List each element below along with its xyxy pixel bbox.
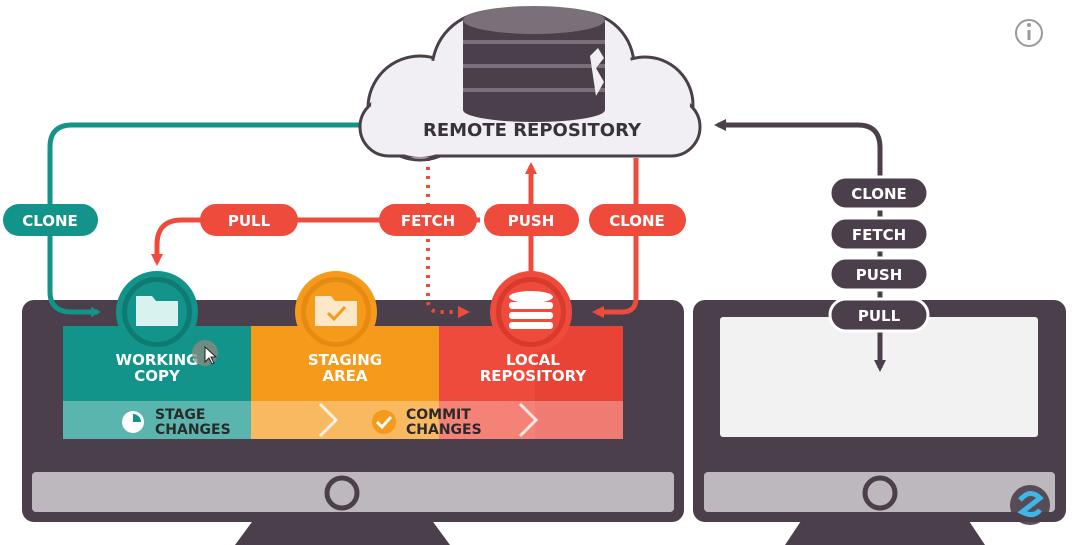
push-pill[interactable]: PUSH	[484, 204, 579, 236]
pull-pill[interactable]: PULL	[200, 204, 298, 236]
folder-icon	[136, 296, 178, 326]
remote-repository-cloud: REMOTE REPOSITORY	[358, 6, 702, 162]
fetch-pill[interactable]: FETCH	[379, 204, 477, 236]
pull-label: PULL	[228, 212, 271, 230]
local-repository-label-1: LOCAL	[506, 351, 560, 369]
clone-right-pill[interactable]: CLONE	[589, 204, 686, 236]
check-circle-icon	[372, 410, 396, 434]
second-clone-pill[interactable]: CLONE	[828, 175, 930, 211]
brand-logo-icon	[1010, 485, 1050, 525]
working-copy-label-2: COPY	[134, 367, 181, 385]
staging-area-node[interactable]	[295, 271, 377, 353]
clone-left-pill[interactable]: CLONE	[3, 204, 98, 236]
working-copy-label-1: WORKING	[116, 351, 199, 369]
staging-area-label-1: STAGING	[308, 351, 382, 369]
commit-chevron	[518, 402, 539, 438]
second-pull-label: PULL	[858, 307, 901, 325]
action-strip	[63, 401, 623, 439]
local-repository-label-2: REPOSITORY	[480, 367, 588, 385]
stage-label-2: CHANGES	[155, 422, 231, 438]
info-icon	[1015, 19, 1043, 47]
clone-red-connector	[592, 158, 639, 318]
second-push-label: PUSH	[856, 266, 903, 284]
folder-check-icon	[315, 296, 357, 326]
stage-chevron	[318, 402, 339, 438]
right-monitor-screen	[720, 317, 1038, 437]
clone-left-label: CLONE	[22, 212, 78, 230]
remote-database-icon	[463, 6, 605, 122]
second-fetch-label: FETCH	[852, 226, 906, 244]
pull-connector	[151, 217, 480, 266]
clone-right-label: CLONE	[609, 212, 665, 230]
second-pull-pill[interactable]: PULL	[828, 297, 930, 333]
left-monitor-chin	[32, 472, 674, 512]
database-icon	[509, 291, 553, 329]
cursor-icon	[204, 345, 218, 365]
right-monitor-power-button	[862, 475, 898, 511]
right-monitor-chin	[704, 472, 1055, 512]
local-repository-node[interactable]	[490, 271, 572, 353]
remote-repository-label: REMOTE REPOSITORY	[423, 120, 642, 141]
left-monitor-stand	[235, 515, 450, 545]
remote-second-computer-connector	[714, 119, 883, 365]
info-button[interactable]	[1015, 19, 1043, 47]
second-fetch-pill[interactable]: FETCH	[828, 216, 930, 252]
stage-label-1: STAGE	[155, 407, 205, 423]
push-label: PUSH	[508, 212, 555, 230]
commit-label-1: COMMIT	[406, 407, 471, 423]
second-clone-label: CLONE	[851, 185, 907, 203]
left-monitor-power-button	[324, 475, 360, 511]
working-copy-node[interactable]	[116, 271, 198, 353]
staging-area-label-2: AREA	[322, 367, 367, 385]
stage-changes-action[interactable]: STAGE CHANGES	[122, 407, 231, 438]
right-computer	[693, 300, 1066, 545]
second-push-pill[interactable]: PUSH	[828, 256, 930, 292]
right-monitor-stand	[785, 515, 985, 545]
commit-changes-action[interactable]: COMMIT CHANGES	[372, 407, 482, 438]
fetch-label: FETCH	[401, 212, 455, 230]
commit-label-2: CHANGES	[406, 422, 482, 438]
